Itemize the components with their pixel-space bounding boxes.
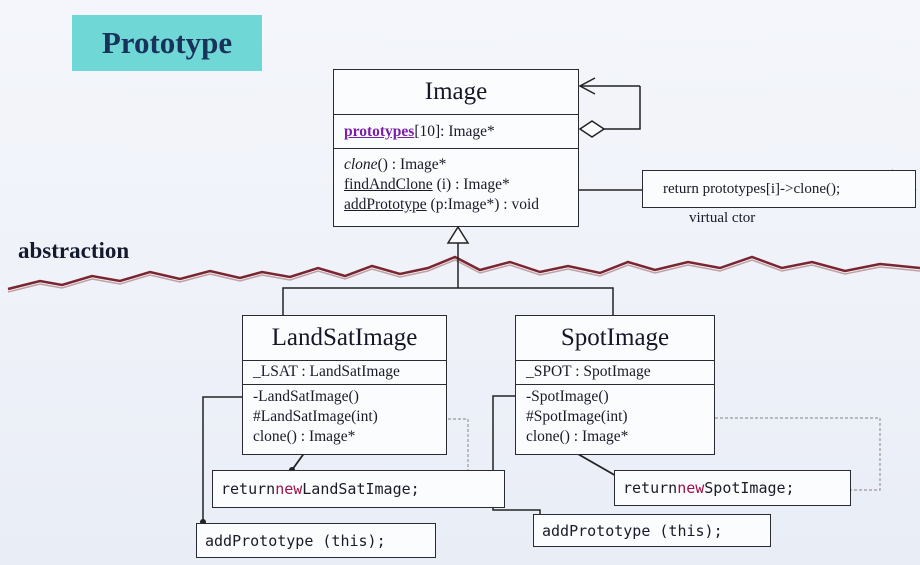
spot-int-ctor-link — [660, 417, 881, 491]
image-class-methods: clone() : Image* findAndClone (i) : Imag… — [334, 148, 578, 215]
abstraction-line-shadow — [7, 259, 920, 293]
spot-default-ctor: -SpotImage() — [526, 388, 609, 405]
landsat-ctor-to-add — [202, 396, 260, 522]
landsat-clone-method: clone() : Image* — [253, 428, 356, 445]
find-and-clone-method: findAndClone (i) : Image* — [344, 176, 510, 193]
abstraction-line — [7, 255, 920, 291]
self-association — [604, 86, 641, 130]
landsat-default-ctor: -LandSatImage() — [253, 388, 359, 405]
spot-return-note: return new SpotImage; — [614, 470, 851, 506]
spot-attribute: _SPOT : SpotImage — [526, 363, 651, 380]
page-title: Prototype — [72, 15, 262, 71]
spot-add-prototype-note: addPrototype (this); — [533, 514, 771, 547]
spot-class-attributes: _SPOT : SpotImage — [516, 360, 714, 384]
inheritance-triangle — [446, 225, 470, 244]
virtual-ctor-label: virtual ctor — [689, 210, 756, 226]
landsat-class-methods: -LandSatImage() #LandSatImage(int) clone… — [243, 384, 446, 447]
image-class: Image prototypes[10]: Image* clone() : I… — [333, 69, 579, 227]
image-attribute: prototypes[10]: Image* — [344, 123, 495, 140]
spot-class-name: SpotImage — [560, 324, 670, 351]
add-prototype-method: addPrototype (p:Image*) : void — [344, 196, 540, 213]
spot-clone-method: clone() : Image* — [526, 428, 629, 445]
spot-image-class: SpotImage _SPOT : SpotImage -SpotImage()… — [515, 315, 715, 455]
landsat-add-prototype-note: addPrototype (this); — [196, 523, 436, 558]
landsat-int-ctor: #LandSatImage(int) — [253, 408, 378, 425]
prototypes-attribute-name: prototypes — [344, 123, 415, 140]
clone-method: clone() : Image* — [344, 156, 447, 173]
spot-class-methods: -SpotImage() #SpotImage(int) clone() : I… — [516, 384, 714, 447]
landsat-return-note: return new LandSatImage; — [212, 470, 505, 508]
landsat-image-class: LandSatImage _LSAT : LandSatImage -LandS… — [242, 315, 447, 455]
aggregation-diamond — [578, 120, 606, 138]
lsat-attribute: _LSAT : LandSatImage — [253, 363, 400, 380]
spot-int-ctor: #SpotImage(int) — [526, 408, 628, 425]
self-association-arrowhead — [578, 77, 596, 95]
image-class-attributes: prototypes[10]: Image* — [334, 114, 578, 148]
landsat-class-attributes: _LSAT : LandSatImage — [243, 360, 446, 384]
abstraction-label: abstraction — [18, 238, 130, 263]
virtual-ctor-note: return prototypes[i]->clone(); — [642, 170, 916, 208]
virtual-ctor-code: return prototypes[i]->clone(); — [663, 180, 841, 197]
landsat-class-name: LandSatImage — [271, 324, 418, 351]
page-title-text: Prototype — [101, 25, 233, 60]
image-class-name: Image — [424, 78, 488, 105]
